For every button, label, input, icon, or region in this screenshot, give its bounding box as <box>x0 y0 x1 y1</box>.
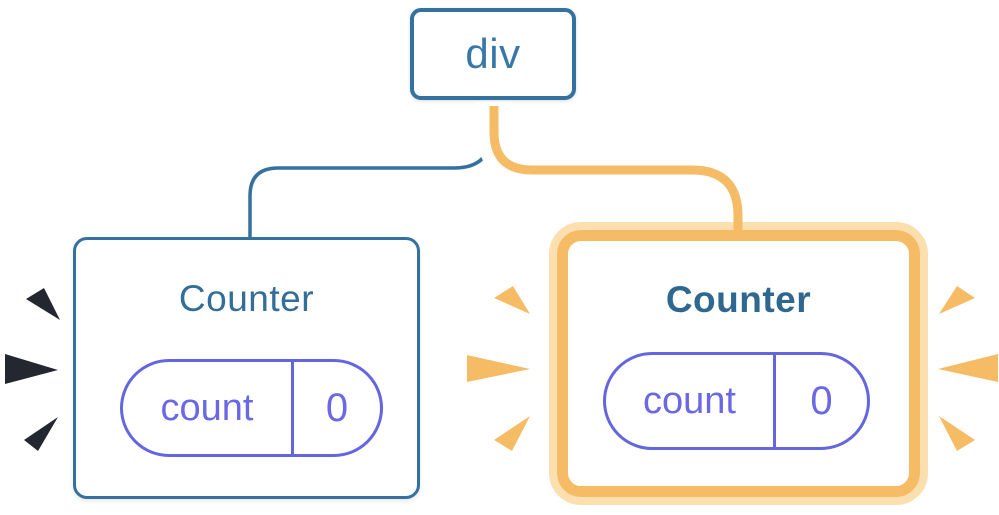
spark-icon <box>24 417 58 451</box>
spark-icon <box>939 286 975 314</box>
counter-card-right: Counter count 0 <box>557 230 920 497</box>
counter-title: Counter <box>178 278 315 319</box>
edge-to-right-counter <box>489 106 743 236</box>
root-node-div: div <box>410 8 576 100</box>
spark-icon <box>939 416 975 451</box>
counter-title: Counter <box>665 279 812 320</box>
state-pill: count 0 <box>603 352 870 450</box>
state-value: 0 <box>810 378 833 423</box>
counter-card-right-glow: Counter count 0 <box>549 222 928 505</box>
spark-icon <box>467 355 530 382</box>
spark-icon <box>494 416 530 451</box>
state-pill: count 0 <box>120 359 383 457</box>
state-key: count <box>606 355 776 447</box>
counter-card-left: Counter count 0 <box>73 237 420 499</box>
spark-icon <box>26 288 60 320</box>
spark-icon <box>938 354 998 382</box>
state-key: count <box>123 362 294 454</box>
edge-highlight-casing <box>477 102 755 220</box>
spark-icon <box>5 354 58 384</box>
spark-burst-right-counter-right <box>938 286 998 451</box>
edge-to-left-counter <box>248 103 494 240</box>
spark-burst-right-counter-left <box>467 286 530 451</box>
state-value: 0 <box>325 385 349 430</box>
root-node-label: div <box>465 30 521 77</box>
spark-burst-left-counter <box>5 288 60 451</box>
spark-icon <box>494 286 530 314</box>
